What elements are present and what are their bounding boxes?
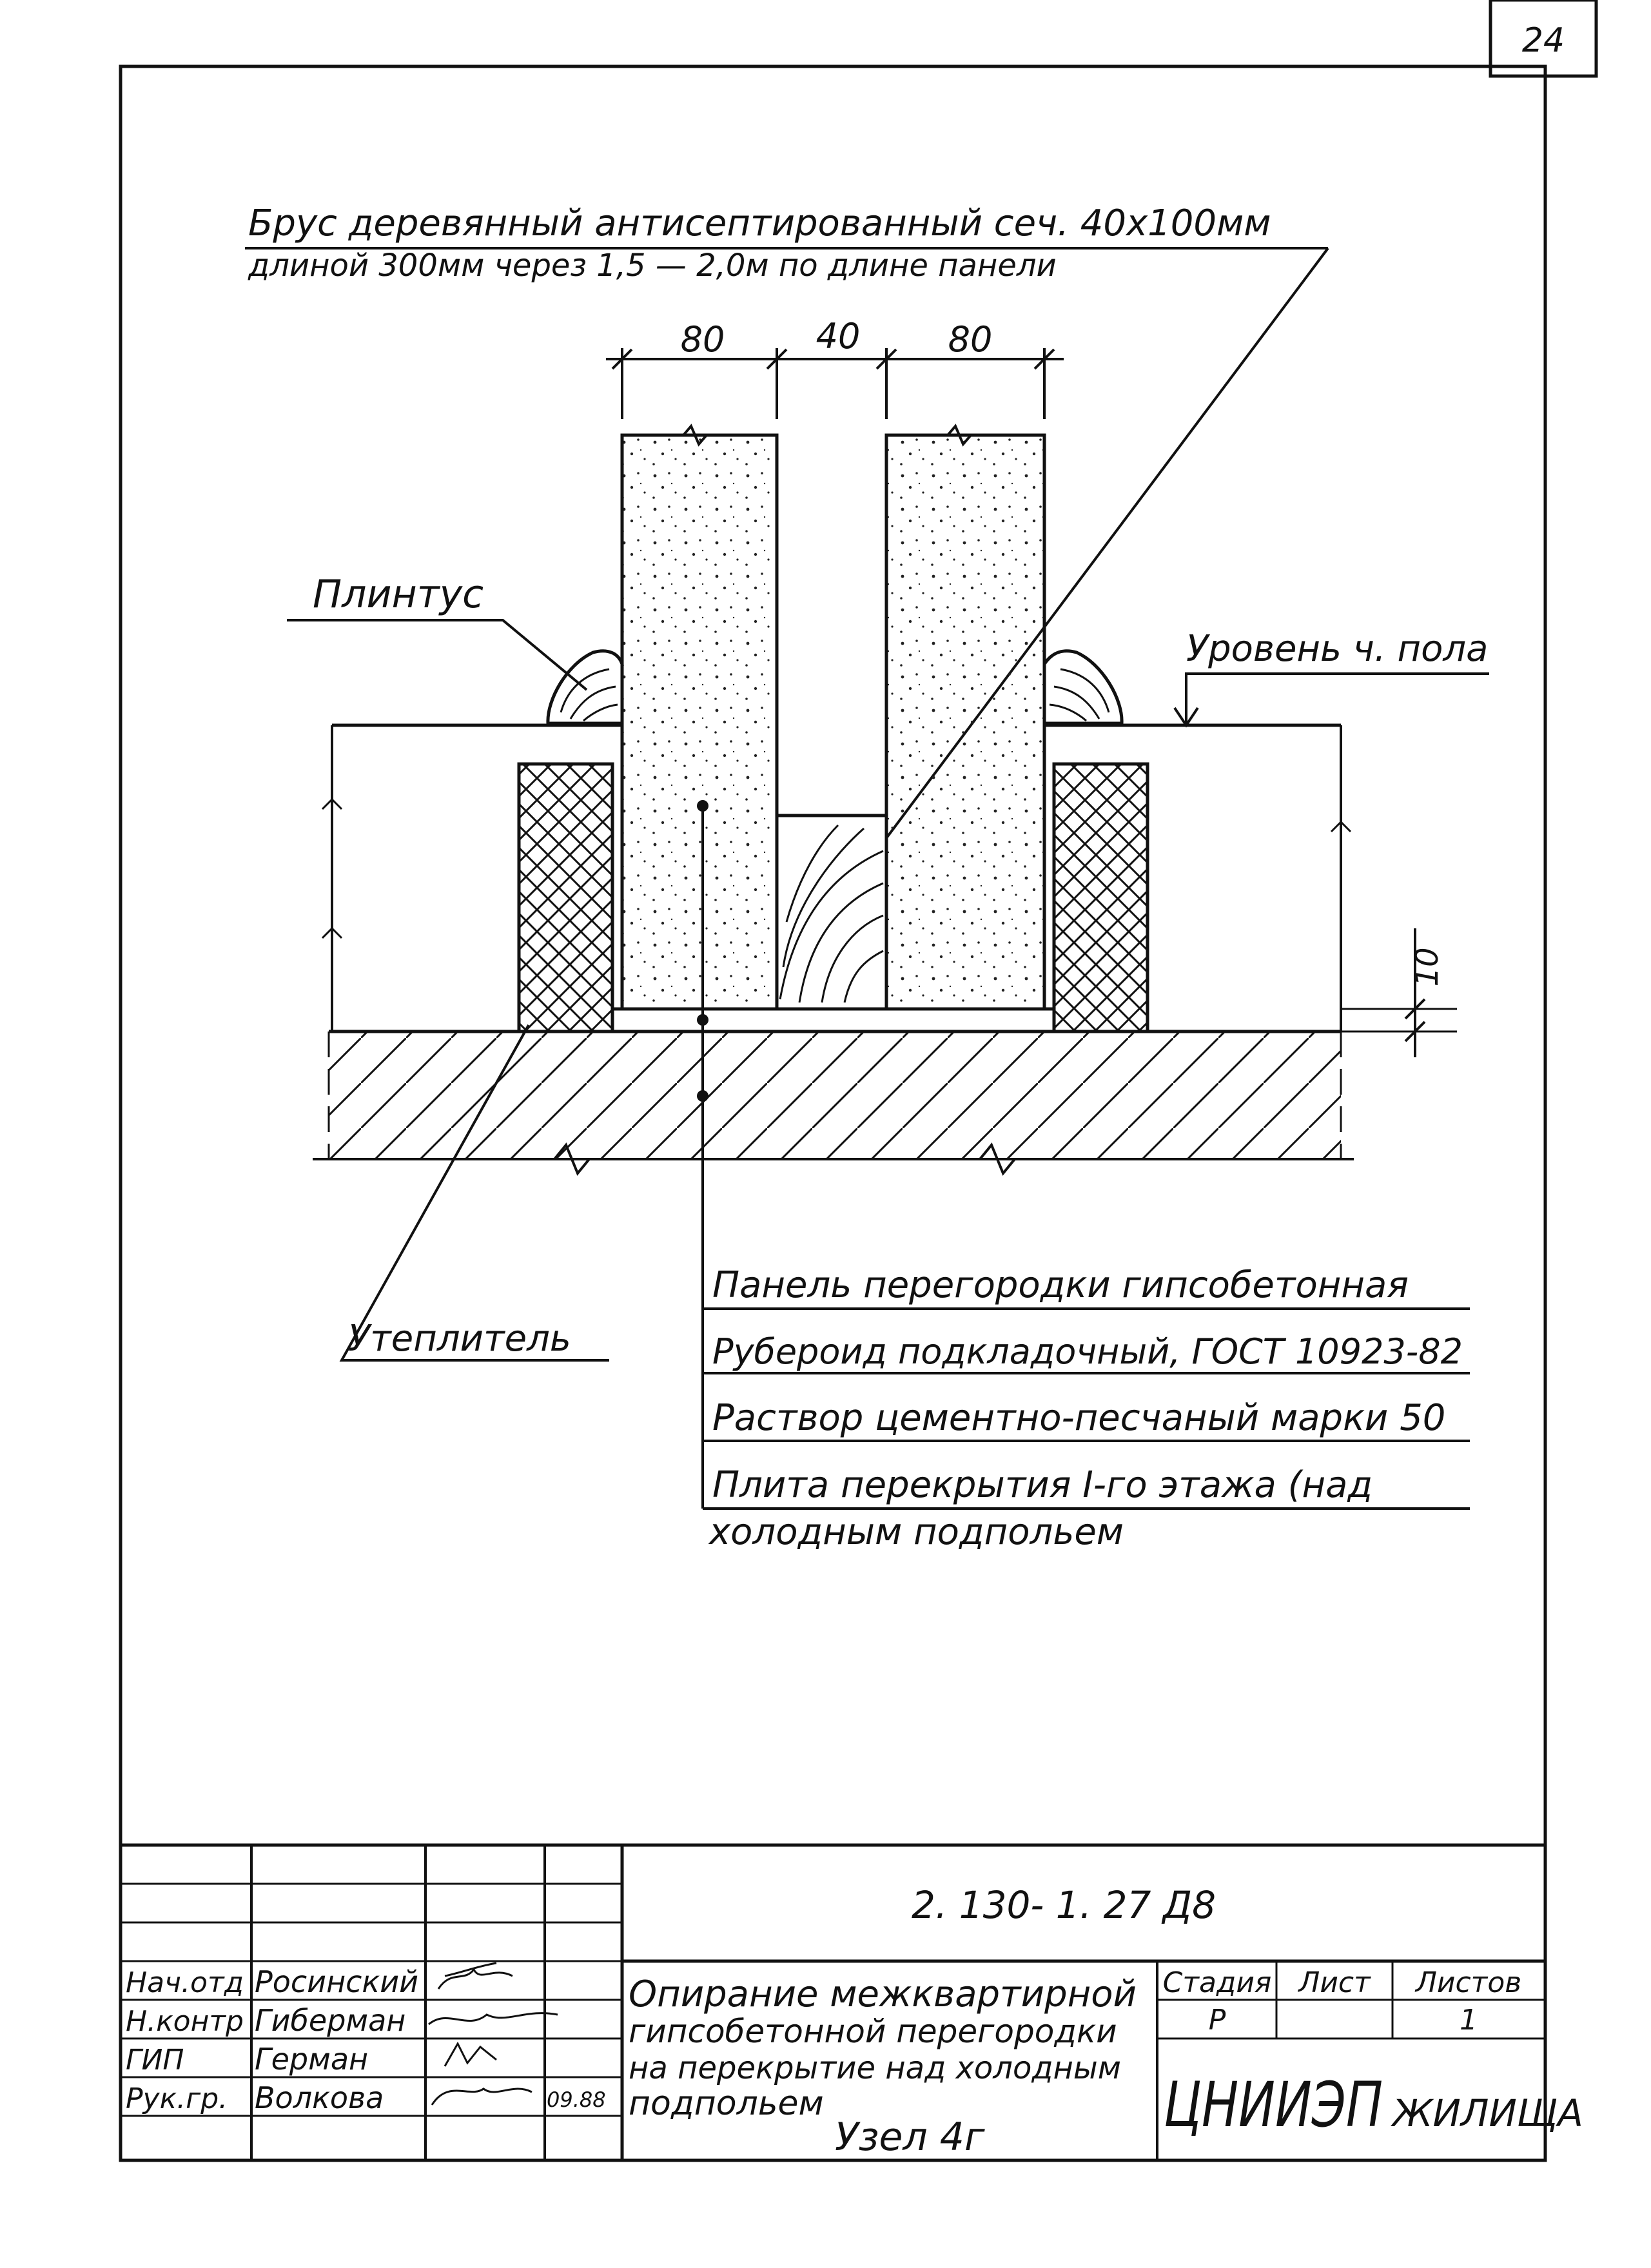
stage-header: Стадия [1163,1966,1272,1999]
insulation-blocks [517,762,1149,1033]
insulation-label: Утеплитель [348,1318,571,1360]
legend-item-slab: Плита перекрытия I-го этажа (над [712,1464,1373,1506]
partition-panels [620,424,1046,1011]
legend: Панель перегородки гипсобетонная Руберои… [708,1264,1463,1553]
plinth-right [1042,649,1124,725]
gap-dim-label: 10 [1409,947,1445,986]
legend-item-mortar: Раствор цементно-песчаный марки 50 [712,1397,1445,1439]
insulation-callout: Утеплитель [339,1024,609,1362]
plinth-callout: Плинтус [287,572,588,691]
role-head-dept: Нач.отд [126,1966,244,1999]
title-line-2: гипсобетонной перегородки [629,2013,1117,2050]
dim-80-right: 80 [948,319,993,360]
beam-label-line2: длиной 300мм через 1,5 — 2,0м по длине п… [248,248,1057,284]
legend-item-slab-cont: холодным подпольем [708,1511,1124,1553]
sheets-header: Листов [1414,1966,1521,1999]
name-rosinsky: Росинский [255,1964,418,1999]
org-main: ЦНИИЭП [1164,2069,1383,2141]
floor-slab [313,1030,1354,1176]
sheet-frame [119,64,1547,2162]
role-norm-control: Н.контр [126,2005,244,2038]
name-volkova: Волкова [255,2080,384,2115]
wooden-beam [775,814,888,1011]
role-group-lead: Рук.гр. [126,2082,228,2115]
plinth-label: Плинтус [313,572,484,617]
node-label: Узел 4г [835,2115,985,2160]
signatures: Нач.отд Н.контр ГИП Рук.гр. Росинский Ги… [126,1962,606,2115]
signature-1 [437,1962,513,1989]
stage-value: Р [1209,2004,1226,2037]
title-line-4: подпольем [629,2084,824,2123]
title-line-1: Опирание межквартирной [629,1973,1137,2015]
legend-item-panel: Панель перегородки гипсобетонная [712,1264,1409,1306]
legend-leader [697,800,1470,1510]
title-block [121,1843,1545,2160]
stage-sheet-table: Стадия Лист Листов Р 1 [1163,1966,1522,2037]
floor-buildup [321,723,1352,1031]
signature-3 [444,2041,497,2067]
gap-dimension: 10 [1341,928,1457,1057]
dim-80-left: 80 [681,319,725,360]
dim-40: 40 [816,316,861,357]
sheet-header: Лист [1297,1966,1371,1999]
beam-callout: Брус деревянный антисептированный сеч. 4… [245,202,1329,878]
mortar-bed [611,1007,1056,1033]
signature-date: 09.88 [547,2087,606,2112]
beam-label-line1: Брус деревянный антисептированный сеч. 4… [248,202,1271,244]
floor-level-label: Уровень ч. пола [1186,628,1488,670]
org-sub: ЖИЛИЩА [1391,2091,1583,2135]
signature-4 [431,2087,532,2106]
floor-level-callout: Уровень ч. пола [1173,628,1489,728]
dimension-chain: 80 40 80 [606,316,1064,419]
doc-code: 2. 130- 1. 27 Д8 [912,1883,1216,1927]
name-german: Герман [255,2042,368,2077]
legend-item-felt: Рубероид подкладочный, ГОСТ 10923-82 [712,1331,1463,1372]
signature-2 [428,2012,558,2026]
page-number: 24 [1522,21,1565,60]
organization: ЦНИИЭП ЖИЛИЩА [1164,2069,1583,2141]
name-giberman: Гиберман [255,2003,405,2038]
role-chief-engineer: ГИП [126,2044,184,2077]
page-number-box: 24 [1489,0,1598,78]
drawing-title: Опирание межквартирной гипсобетонной пер… [629,1973,1137,2160]
sheets-value: 1 [1460,2004,1478,2037]
title-line-3: на перекрытие над холодным [629,2050,1121,2086]
